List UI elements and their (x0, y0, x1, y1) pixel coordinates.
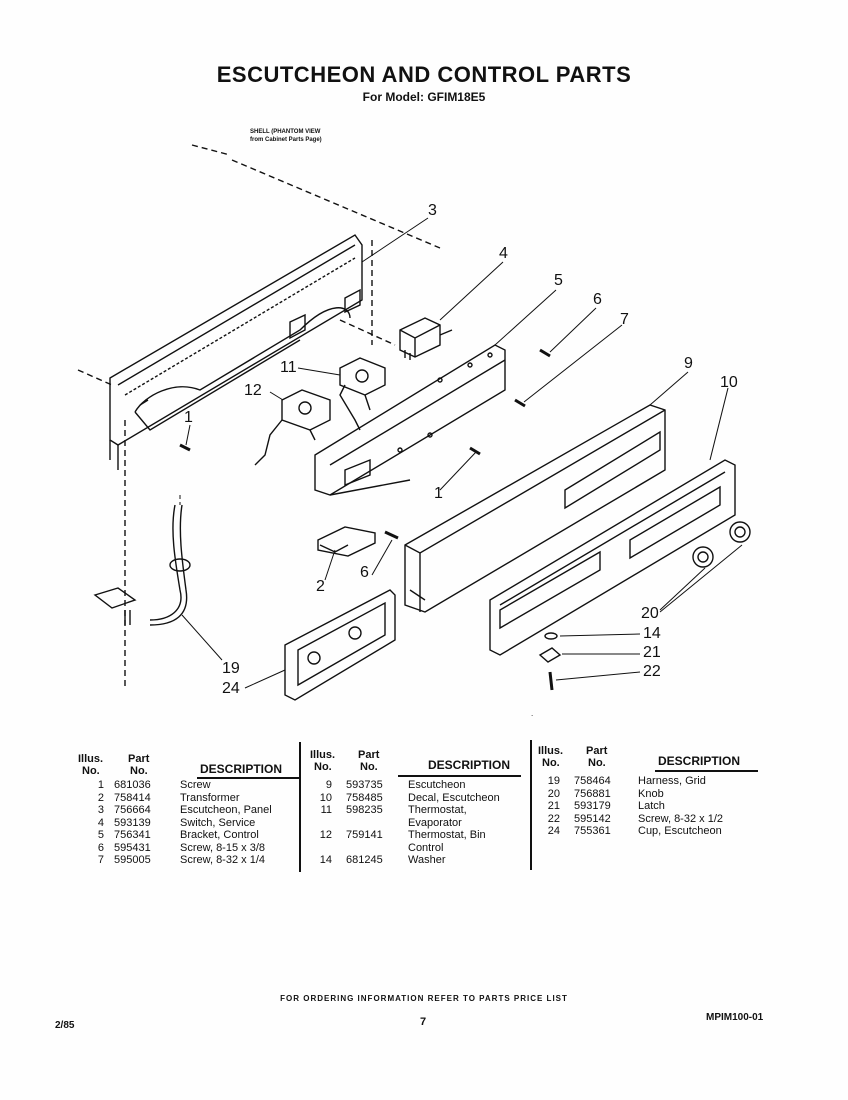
knob (729, 521, 751, 543)
knob (692, 546, 714, 568)
callout-21: 21 (643, 644, 661, 661)
escutcheon-decal (489, 459, 736, 656)
callout-24: 24 (222, 680, 240, 697)
latch (538, 647, 562, 663)
col-part: Part (128, 753, 150, 765)
washer (544, 632, 558, 640)
col-no: No. (82, 765, 100, 777)
callout-12: 12 (244, 382, 262, 399)
callout-1a: 1 (184, 409, 193, 426)
thermostat-evaporator (339, 357, 386, 431)
transformer (317, 526, 376, 557)
table-row: Control (408, 841, 444, 854)
callout-3: 3 (428, 202, 437, 219)
thermostat-bin-control (254, 389, 331, 466)
svg-text:.: . (531, 709, 533, 718)
ordering-note: FOR ORDERING INFORMATION REFER TO PARTS … (280, 994, 568, 1003)
col-part: Part (358, 749, 380, 761)
col-illus: Illus. (538, 745, 564, 757)
callout-10: 10 (720, 374, 738, 391)
escutcheon-panel (109, 234, 363, 470)
shell-phantom-line (77, 369, 113, 386)
table-divider (530, 740, 532, 870)
model-subtitle: For Model: GFIM18E5 (362, 90, 486, 104)
exploded-parts-diagram: . (77, 144, 751, 718)
col-part: Part (586, 745, 608, 757)
col-illus: Illus. (78, 753, 104, 765)
table-divider (299, 742, 301, 872)
grid-harness (93, 504, 191, 626)
col-no: No. (542, 757, 560, 769)
revision-date: 2/85 (55, 1020, 75, 1031)
col-no: No. (314, 761, 332, 773)
escutcheon (404, 404, 666, 613)
callout-1b: 1 (434, 485, 443, 502)
page-title: ESCUTCHEON AND CONTROL PARTS (216, 62, 632, 87)
screw-parts (179, 348, 551, 540)
escutcheon-cup (284, 589, 396, 701)
callout-11: 11 (280, 359, 297, 376)
col-description: DESCRIPTION (658, 754, 741, 768)
shell-note-line2: from Cabinet Parts Page) (250, 137, 322, 143)
shell-phantom-line (339, 319, 396, 346)
callout-6: 6 (593, 291, 602, 308)
callout-5: 5 (554, 272, 563, 289)
control-bracket (314, 344, 506, 496)
service-switch (399, 317, 453, 360)
callout-22: 22 (643, 663, 661, 680)
leader-lines (179, 217, 743, 689)
col-part-no: No. (360, 761, 378, 773)
callout-14: 14 (643, 625, 661, 642)
callout-7: 7 (620, 311, 629, 328)
callout-20: 20 (641, 605, 659, 622)
table-header-rule (197, 777, 300, 779)
callout-19: 19 (222, 660, 240, 677)
col-part-no: No. (588, 757, 606, 769)
col-description: DESCRIPTION (200, 762, 283, 776)
callout-6b: 6 (360, 564, 369, 581)
callout-9: 9 (684, 355, 693, 372)
callout-2: 2 (316, 578, 325, 595)
callout-4: 4 (499, 245, 508, 262)
table-row: Evaporator (408, 816, 462, 829)
col-part-no: No. (130, 765, 148, 777)
col-illus: Illus. (310, 749, 336, 761)
shell-phantom-line (191, 144, 231, 156)
shell-phantom-line (231, 159, 441, 249)
shell-note-line1: SHELL (PHANTOM VIEW (250, 129, 321, 135)
col-description: DESCRIPTION (428, 758, 511, 772)
table-header-rule (398, 775, 521, 777)
shell-note: SHELL (PHANTOM VIEW from Cabinet Parts P… (250, 128, 370, 144)
page-number: 7 (420, 1016, 427, 1028)
table-header-rule (655, 770, 758, 772)
document-number: MPIM100-01 (706, 1012, 764, 1023)
screw-22 (548, 671, 554, 691)
